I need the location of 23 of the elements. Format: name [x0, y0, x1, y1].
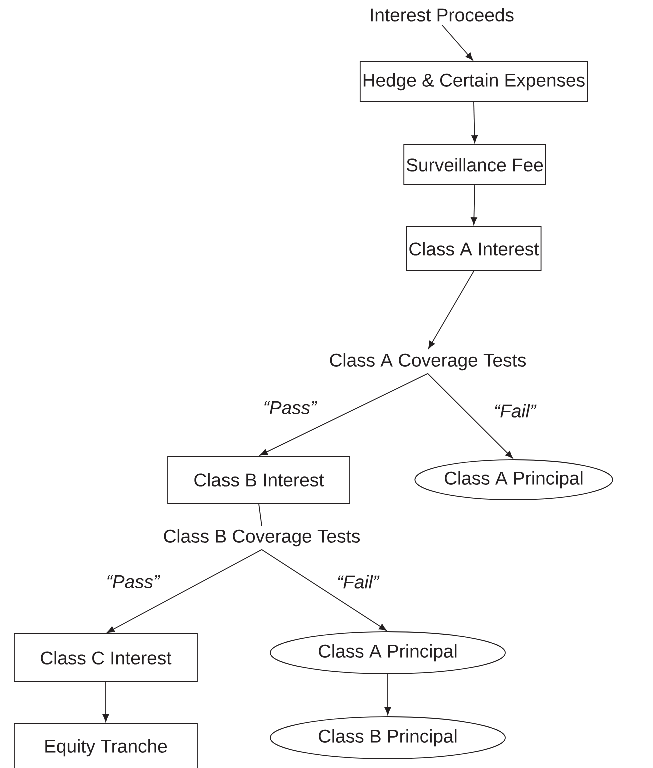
edge-label: “Fail” — [336, 574, 380, 590]
arrow — [428, 271, 474, 350]
process-box: Class C Interest — [14, 634, 198, 682]
arrow — [102, 682, 110, 722]
step-label: Class A Coverage Tests — [330, 353, 526, 371]
arrow — [472, 102, 478, 144]
process-box: Class A Interest — [406, 226, 542, 272]
arrow — [384, 674, 392, 716]
arrow — [260, 373, 428, 456]
process-box: Hedge & Certain Expenses — [360, 62, 588, 102]
step-label: Interest Proceeds — [371, 8, 514, 22]
edge-label: “Pass” — [262, 400, 318, 416]
process-box: Class B Interest — [168, 456, 350, 504]
arrow — [471, 185, 478, 226]
process-box: Surveillance Fee — [404, 144, 546, 186]
arrow — [262, 549, 387, 632]
arrow — [442, 24, 474, 61]
step-label: Class B Coverage Tests — [164, 529, 360, 547]
arrow — [107, 549, 262, 634]
edge-label: “Fail” — [492, 403, 538, 419]
arrow — [428, 373, 514, 459]
edge-label: “Pass” — [105, 574, 161, 590]
process-box: Equity Tranche — [14, 724, 198, 768]
